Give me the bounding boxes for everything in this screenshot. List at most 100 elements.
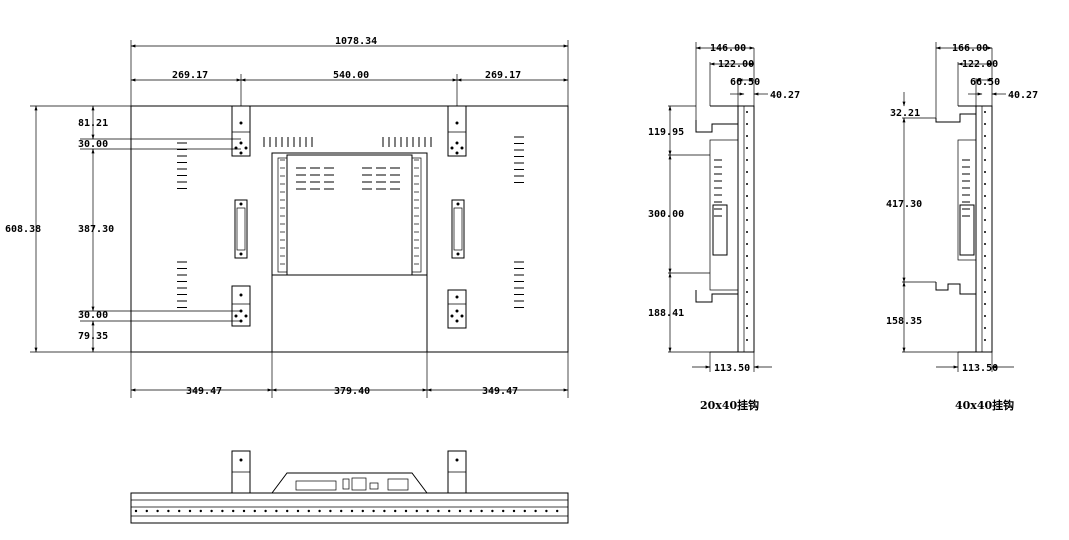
bottom-rivet — [253, 509, 256, 513]
bottom-rivet — [242, 509, 246, 513]
vent-slots-center — [280, 159, 419, 265]
center-box — [271, 152, 428, 353]
side-rivet — [746, 183, 748, 185]
bottom-rivet — [394, 509, 397, 513]
side-rivet — [984, 231, 986, 233]
bottom-rivet — [318, 509, 321, 513]
bracket-top-left — [231, 105, 251, 157]
side-rivet — [746, 279, 748, 281]
bottom-rivet — [480, 509, 483, 513]
side-rivet — [984, 123, 986, 125]
bottom-rivet — [426, 509, 429, 513]
bracket-top-right — [447, 105, 467, 157]
dim-top-left-offset: 269.17 — [172, 70, 208, 81]
bottom-rivet — [264, 509, 267, 513]
bottom-rivet — [210, 509, 213, 513]
bottom-rivet — [556, 509, 559, 513]
bottom-rivet — [286, 509, 289, 513]
vent-slots-top — [263, 137, 432, 147]
dim-left-bracket-bottom: 30.00 — [78, 310, 108, 321]
bottom-rivet — [512, 509, 516, 513]
side-rivet — [984, 171, 986, 173]
dim-40x40-h-top: 32.21 — [890, 108, 920, 119]
bottom-rivet — [178, 509, 181, 513]
dim-left-middle: 387.30 — [78, 224, 114, 235]
bracket-bottom-left — [231, 285, 251, 327]
bottom-rivet — [340, 509, 343, 513]
bottom-rivet — [415, 509, 418, 513]
bottom-panel — [130, 492, 569, 524]
bottom-rivet — [404, 509, 408, 513]
side-rivet — [746, 267, 748, 269]
dim-overall-width: 1078.34 — [335, 36, 377, 47]
bottom-rivet — [275, 509, 278, 513]
side-rivet — [746, 195, 748, 197]
caption-20x40: 20x40挂钩 — [700, 398, 759, 412]
dim-left-bottom-offset: 79.35 — [78, 331, 108, 342]
side-rivet — [984, 303, 986, 305]
side-rivet — [746, 327, 748, 329]
bracket-bottom-right — [447, 289, 467, 329]
side-rivet — [746, 303, 748, 305]
side-rivet — [984, 219, 986, 221]
dim-40x40-w1: 166.00 — [952, 43, 988, 54]
dim-bottom-left: 349.47 — [186, 386, 222, 397]
dim-20x40-h-mid: 300.00 — [648, 209, 684, 220]
bottom-rivet — [221, 509, 224, 513]
side-rivet — [984, 255, 986, 257]
dim-40x40-w4: 40.27 — [1008, 90, 1038, 101]
dim-40x40-w2: 122.00 — [962, 59, 998, 70]
bottom-rivet — [448, 509, 451, 513]
bottom-rivet — [232, 509, 235, 513]
caption-40x40: 40x40挂钩 — [955, 398, 1014, 412]
side-rivet — [746, 135, 748, 137]
dim-20x40-h-top: 119.95 — [648, 127, 684, 138]
center-board — [286, 154, 413, 276]
panel-outline — [130, 105, 569, 353]
bottom-rivet — [134, 509, 138, 513]
bottom-rivet — [167, 509, 170, 513]
dim-40x40-h-mid: 417.30 — [886, 199, 922, 210]
bottom-rivet — [350, 509, 354, 513]
bottom-rivet — [469, 509, 472, 513]
side-rivet — [984, 159, 986, 161]
side-rivet — [746, 255, 748, 257]
dim-bottom-center: 379.40 — [334, 386, 370, 397]
bottom-rivet — [156, 509, 159, 513]
bottom-view — [130, 450, 569, 524]
dim-40x40-w3: 66.50 — [970, 77, 1000, 88]
bottom-rivet — [534, 509, 537, 513]
bottom-rivet — [145, 509, 148, 513]
side-rivet — [984, 339, 986, 341]
bottom-rivet — [502, 509, 505, 513]
dim-overall-height: 608.38 — [5, 224, 41, 235]
vent-slots-side — [177, 136, 524, 308]
bottom-rivet — [188, 509, 192, 513]
side-rivet — [746, 291, 748, 293]
dim-20x40-h-bottom: 188.41 — [648, 308, 684, 319]
handle-left — [234, 199, 248, 259]
side-view-40x40: 166.00 122.00 66.50 40.27 32.21 417.30 1… — [886, 42, 1038, 412]
side-rivet — [746, 231, 748, 233]
bottom-rivet — [296, 509, 300, 513]
dim-20x40-w1: 146.00 — [710, 43, 746, 54]
bottom-rivet — [383, 509, 386, 513]
dim-left-top-offset: 81.21 — [78, 118, 108, 129]
side-rivet — [746, 171, 748, 173]
bottom-rivet — [361, 509, 364, 513]
bottom-rivet — [199, 509, 202, 513]
side-rivet — [746, 159, 748, 161]
front-view: 1078.34 269.17 540.00 269.17 349.47 379.… — [5, 36, 569, 398]
bottom-rivet — [372, 509, 375, 513]
bottom-rivet — [545, 509, 548, 513]
handle-right — [451, 199, 465, 259]
dim-40x40-h-bottom: 158.35 — [886, 316, 922, 327]
side-rivet — [984, 267, 986, 269]
bottom-rivet — [329, 509, 332, 513]
bottom-rivet — [307, 509, 310, 513]
side-rivet — [984, 315, 986, 317]
side-rivet — [746, 123, 748, 125]
dim-20x40-w4: 40.27 — [770, 90, 800, 101]
side-rivet — [984, 279, 986, 281]
